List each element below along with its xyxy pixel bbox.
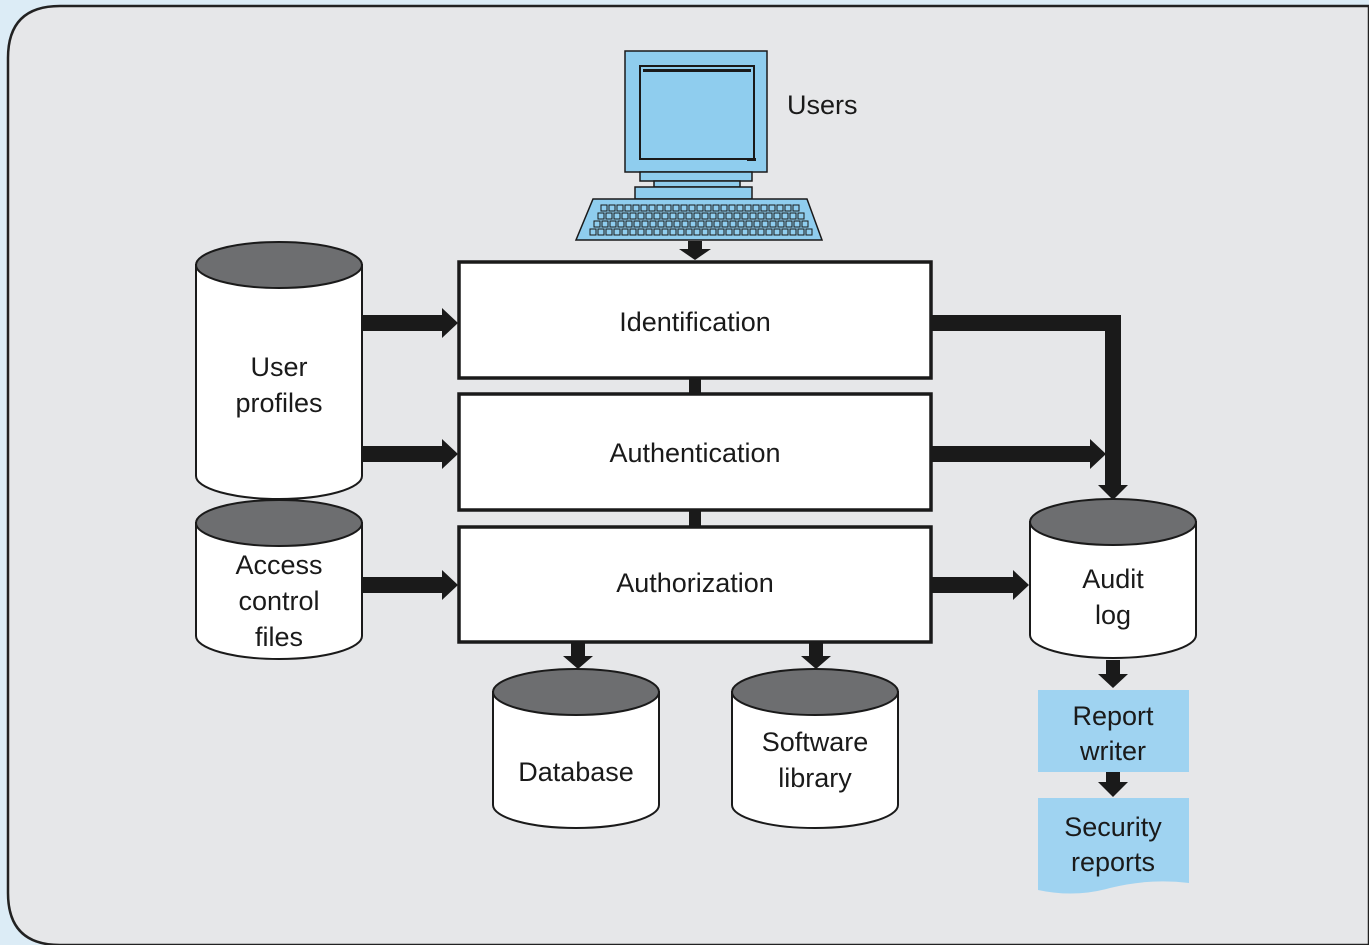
- report-writer-line-2: writer: [1079, 736, 1146, 766]
- identification-box: Identification: [457, 260, 933, 380]
- access-control-files-store-label-line-1: Access: [235, 550, 322, 580]
- arrow-identification-down: [1105, 315, 1121, 487]
- access-control-files-store: Access control files: [195, 499, 363, 660]
- desktop-computer-icon: [624, 50, 768, 200]
- access-control-files-store-label-line-3: files: [255, 622, 303, 652]
- arrow-profiles-to-identification: [362, 315, 444, 331]
- audit-log-store-label-line-1: Audit: [1082, 564, 1144, 594]
- arrowhead-profiles-to-authentication: [442, 439, 458, 469]
- security-reports: Security reports: [1038, 798, 1189, 894]
- arrow-audit-to-report: [1106, 660, 1120, 676]
- users-label: Users: [787, 90, 858, 120]
- authorization-label: Authorization: [616, 568, 774, 598]
- arrow-authentication-to-audit: [930, 446, 1092, 462]
- access-control-files-store-label-line-2: control: [238, 586, 319, 616]
- users-computer: Users: [574, 50, 858, 241]
- arrowhead-authorization-to-library: [801, 656, 831, 669]
- user-profiles-store-label-line-1: User: [250, 352, 307, 382]
- security-reports-line-1: Security: [1064, 812, 1162, 842]
- software-library-store-label-line-1: Software: [762, 727, 869, 757]
- authorization-box: Authorization: [457, 525, 933, 644]
- software-library-store-label-line-2: library: [778, 763, 852, 793]
- identification-label: Identification: [619, 307, 771, 337]
- keyboard-icon: [574, 198, 824, 241]
- arrowhead-report-to-security: [1098, 782, 1128, 797]
- database-store-label-line-1: Database: [518, 757, 634, 787]
- user-profiles-store-label-line-2: profiles: [235, 388, 322, 418]
- audit-log-store-label-line-2: log: [1095, 600, 1131, 630]
- arrowhead-authorization-to-database: [563, 656, 593, 669]
- user-profiles-store: User profiles: [195, 241, 363, 500]
- database-store: Database: [492, 668, 660, 829]
- arrow-report-to-security: [1106, 771, 1120, 784]
- security-reports-line-2: reports: [1071, 847, 1155, 877]
- link-authentication-authorization: [689, 510, 701, 527]
- link-identification-authentication: [689, 378, 701, 394]
- arrowhead-profiles-to-identification: [442, 308, 458, 338]
- authentication-box: Authentication: [457, 392, 933, 512]
- arrowhead-audit-to-report: [1098, 674, 1128, 688]
- audit-log-store: Audit log: [1029, 498, 1197, 659]
- arrowhead-identification-to-audit: [1098, 485, 1128, 500]
- arrowhead-authorization-to-audit: [1013, 570, 1029, 600]
- arrow-authorization-to-audit: [930, 577, 1016, 593]
- arrow-identification-right: [930, 315, 1121, 331]
- arrow-acl-to-authorization: [362, 577, 444, 593]
- arrowhead-users-to-identification: [679, 249, 711, 260]
- arrow-profiles-to-authentication: [362, 446, 444, 462]
- arrowhead-authentication-to-audit: [1090, 439, 1106, 469]
- report-writer: Report writer: [1038, 690, 1189, 772]
- arrowhead-acl-to-authorization: [442, 570, 458, 600]
- arrow-authorization-to-database: [571, 642, 585, 658]
- authentication-label: Authentication: [609, 438, 780, 468]
- arrow-users-to-identification: [688, 241, 702, 251]
- connectors: [362, 241, 1128, 797]
- arrow-authorization-to-library: [809, 642, 823, 658]
- report-writer-line-1: Report: [1072, 701, 1154, 731]
- software-library-store: Software library: [731, 668, 899, 829]
